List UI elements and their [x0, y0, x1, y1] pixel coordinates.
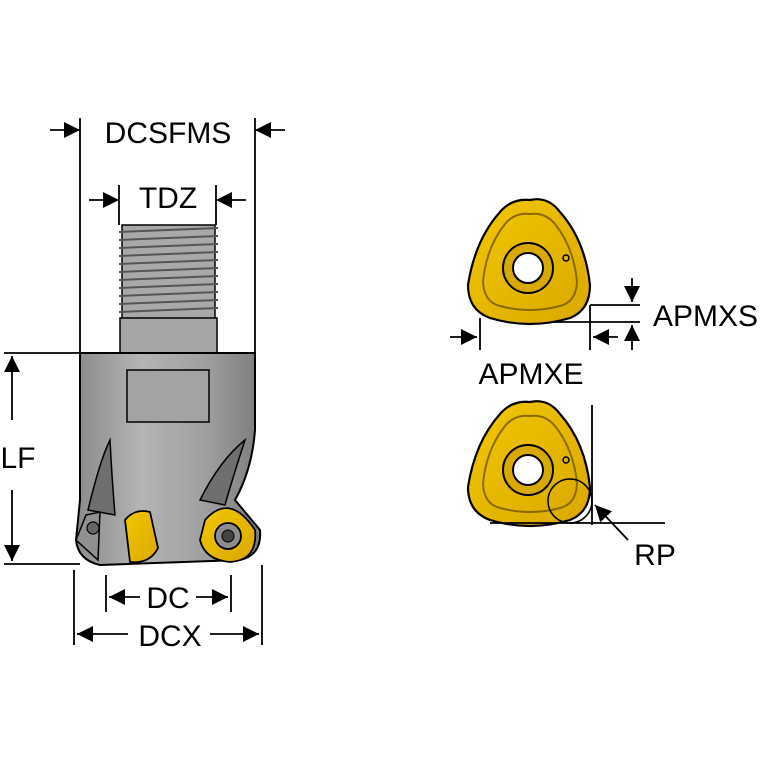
label-apmxe: APMXE	[478, 358, 583, 391]
threaded-shank	[118, 224, 219, 354]
label-dc: DC	[146, 582, 189, 615]
milling-cutter	[74, 224, 262, 567]
label-tdz: TDZ	[139, 182, 197, 215]
insert-top	[466, 198, 592, 326]
label-dcsfms: DCSFMS	[105, 117, 232, 150]
body-flat	[126, 369, 210, 423]
dimension-lines	[3, 118, 285, 645]
rp-dimension	[490, 405, 665, 541]
apmx-dimensions	[450, 278, 641, 350]
tool-insert-front	[124, 510, 159, 564]
label-lf: LF	[0, 442, 35, 475]
label-dcx: DCX	[138, 620, 201, 653]
label-rp: RP	[634, 539, 676, 572]
label-apmxs: APMXS	[653, 300, 758, 333]
insert-bottom	[466, 400, 592, 528]
